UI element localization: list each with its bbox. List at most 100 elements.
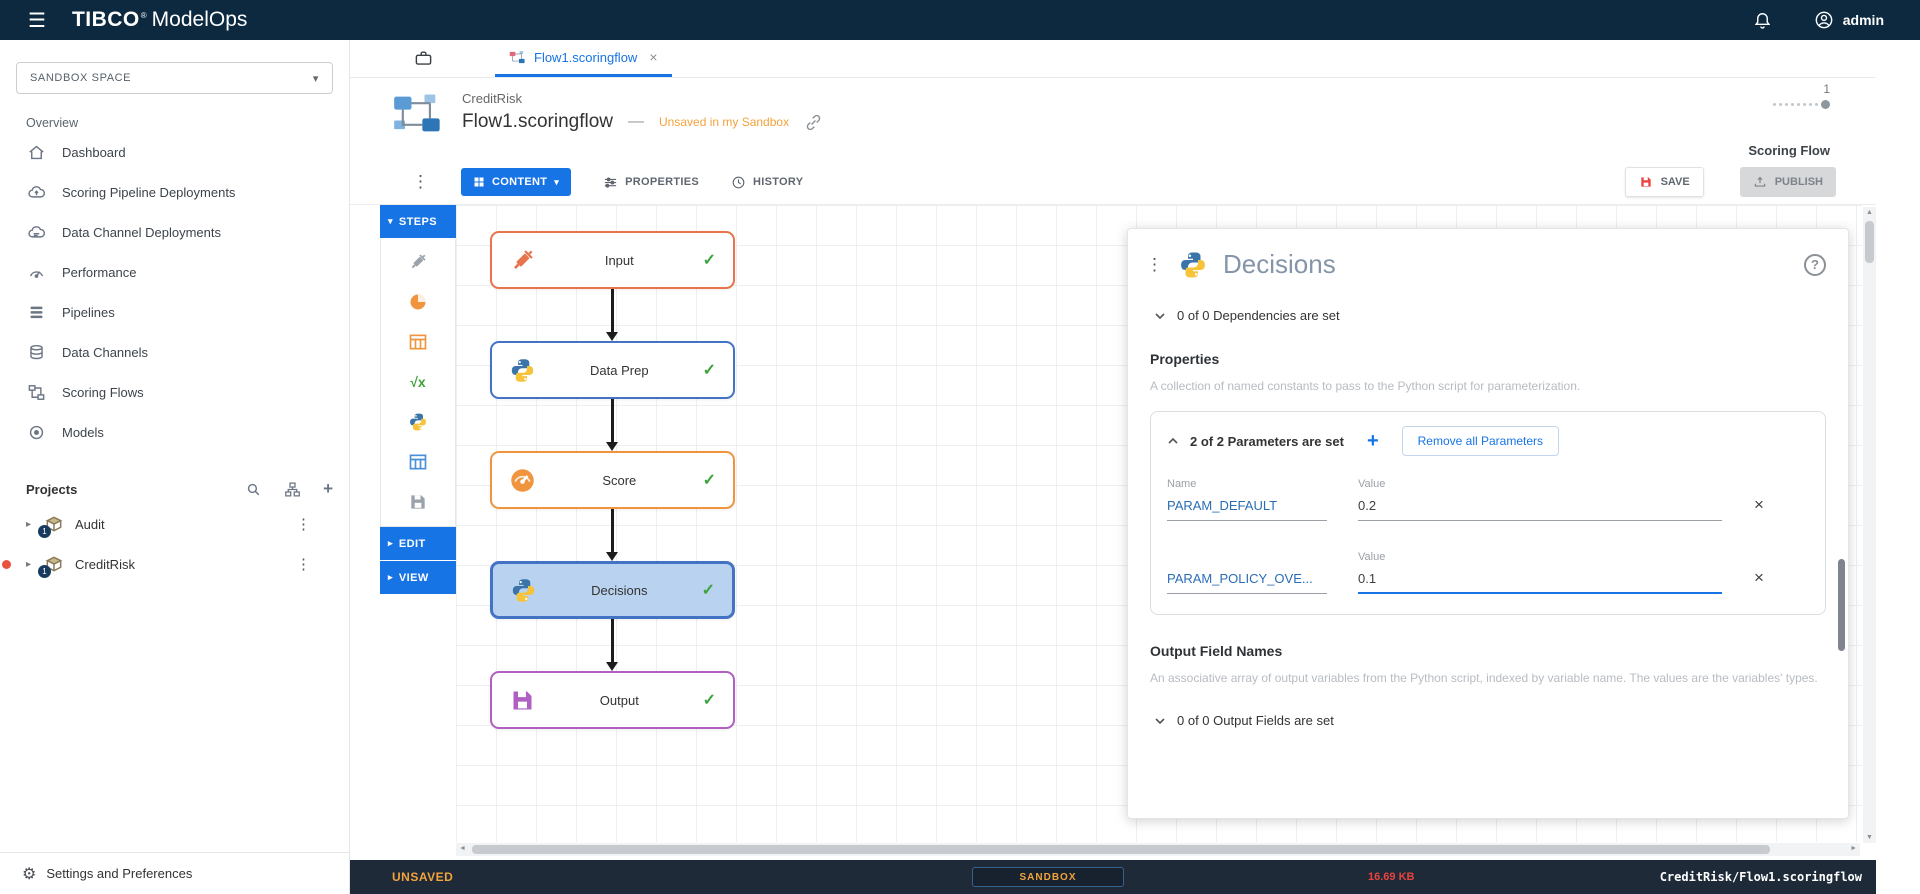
kebab-menu-icon[interactable]: ⋮ bbox=[1146, 254, 1163, 274]
vertical-scrollbar-thumb[interactable] bbox=[1865, 221, 1874, 263]
value-field-label: Value bbox=[1358, 551, 1386, 564]
vertical-scrollbar[interactable]: ▲ ▼ bbox=[1863, 207, 1876, 843]
history-tab[interactable]: HISTORY bbox=[731, 175, 803, 190]
flow-node-output[interactable]: Output ✓ bbox=[490, 671, 735, 729]
remove-all-parameters-button[interactable]: Remove all Parameters bbox=[1401, 426, 1560, 457]
syringe-icon bbox=[509, 247, 536, 274]
flow-node-decisions[interactable]: Decisions ✓ bbox=[490, 561, 735, 619]
sidebar-item-label: Scoring Flows bbox=[62, 384, 144, 400]
expand-chevron-icon[interactable]: ▸ bbox=[26, 518, 32, 530]
kebab-menu-icon[interactable]: ⋮ bbox=[412, 172, 429, 191]
python-icon bbox=[1178, 250, 1208, 280]
horizontal-scrollbar-thumb[interactable] bbox=[472, 845, 1770, 854]
settings-and-preferences[interactable]: ⚙ Settings and Preferences bbox=[0, 852, 349, 894]
sidebar-item-data-channels[interactable]: Data Channels bbox=[0, 332, 349, 372]
scroll-right-icon[interactable]: ► bbox=[1850, 845, 1857, 852]
hierarchy-icon[interactable] bbox=[284, 481, 301, 498]
properties-tab[interactable]: PROPERTIES bbox=[603, 175, 699, 190]
flow-connector bbox=[606, 399, 618, 451]
scroll-down-icon[interactable]: ▼ bbox=[1866, 834, 1873, 841]
save-icon[interactable] bbox=[406, 491, 430, 513]
sidebar-item-performance[interactable]: Performance bbox=[0, 252, 349, 292]
sidebar-item-label: Dashboard bbox=[62, 144, 126, 160]
flow-canvas[interactable]: ▾ STEPS √x ▸ EDIT bbox=[350, 204, 1876, 860]
param-value-input[interactable] bbox=[1358, 495, 1722, 522]
step-palette: ▾ STEPS √x ▸ EDIT bbox=[380, 205, 456, 595]
dependencies-summary-text: 0 of 0 Dependencies are set bbox=[1177, 308, 1340, 323]
sandbox-badge[interactable]: SANDBOX bbox=[972, 867, 1124, 887]
horizontal-scrollbar[interactable]: ◄ ► bbox=[456, 843, 1860, 856]
scroll-up-icon[interactable]: ▲ bbox=[1866, 209, 1873, 216]
dependencies-summary-toggle[interactable]: 0 of 0 Dependencies are set bbox=[1128, 308, 1848, 323]
version-number: 1 bbox=[1823, 82, 1830, 96]
kebab-menu-icon[interactable]: ⋮ bbox=[296, 516, 311, 533]
table-icon[interactable] bbox=[406, 451, 430, 473]
content-button[interactable]: CONTENT ▾ bbox=[461, 168, 572, 196]
version-timeline[interactable]: 1 bbox=[1773, 82, 1830, 109]
pie-chart-icon[interactable] bbox=[406, 291, 430, 313]
chevron-down-icon: ▾ bbox=[312, 72, 319, 85]
syringe-icon[interactable] bbox=[406, 251, 430, 273]
database-icon bbox=[26, 343, 46, 362]
notifications-bell-icon[interactable] bbox=[1753, 11, 1772, 30]
project-icon: 1 bbox=[38, 554, 64, 578]
check-icon: ✓ bbox=[701, 582, 715, 599]
project-row-creditrisk[interactable]: ▸ 1 CreditRisk ⋮ bbox=[0, 544, 349, 584]
panel-scrollbar-thumb[interactable] bbox=[1838, 559, 1845, 651]
sidebar-item-data-channel-deployments[interactable]: Data Channel Deployments bbox=[0, 212, 349, 252]
space-selector[interactable]: SANDBOX SPACE ▾ bbox=[16, 62, 333, 94]
view-label: VIEW bbox=[398, 571, 429, 584]
tab-flow1-scoringflow[interactable]: Flow1.scoringflow × bbox=[495, 40, 672, 77]
python-icon[interactable] bbox=[406, 411, 430, 433]
briefcase-icon[interactable] bbox=[414, 49, 433, 68]
param-name-input[interactable] bbox=[1167, 568, 1327, 595]
sqrt-icon[interactable]: √x bbox=[410, 374, 426, 390]
value-field-label: Value bbox=[1358, 478, 1386, 491]
help-icon[interactable]: ? bbox=[1804, 253, 1826, 276]
add-parameter-icon[interactable]: + bbox=[1366, 429, 1379, 452]
sidebar-item-scoring-flows[interactable]: Scoring Flows bbox=[0, 372, 349, 412]
sidebar-item-scoring-pipeline-deployments[interactable]: Scoring Pipeline Deployments bbox=[0, 172, 349, 212]
sidebar-item-label: Scoring Pipeline Deployments bbox=[62, 184, 236, 200]
properties-description: A collection of named constants to pass … bbox=[1150, 379, 1581, 393]
parameters-summary-text[interactable]: 2 of 2 Parameters are set bbox=[1190, 433, 1344, 449]
param-value-input-focused[interactable] bbox=[1358, 568, 1722, 595]
search-icon[interactable] bbox=[245, 481, 262, 498]
chevron-down-icon: ▾ bbox=[554, 176, 560, 187]
param-name-input[interactable] bbox=[1167, 495, 1327, 522]
flow-tab-icon bbox=[509, 50, 526, 65]
sidebar-item-dashboard[interactable]: Dashboard bbox=[0, 132, 349, 172]
remove-parameter-icon[interactable]: × bbox=[1754, 495, 1764, 515]
publish-button[interactable]: PUBLISH bbox=[1739, 167, 1836, 197]
kebab-menu-icon[interactable]: ⋮ bbox=[296, 556, 311, 573]
sidebar-item-pipelines[interactable]: Pipelines bbox=[0, 292, 349, 332]
flow-node-score[interactable]: Score ✓ bbox=[490, 451, 735, 509]
remove-parameter-icon[interactable]: × bbox=[1754, 568, 1764, 588]
properties-heading: Properties bbox=[1150, 351, 1220, 367]
project-row-audit[interactable]: ▸ 1 Audit ⋮ bbox=[0, 504, 349, 544]
table-icon[interactable] bbox=[406, 331, 430, 353]
scroll-left-icon[interactable]: ◄ bbox=[459, 845, 466, 852]
palette-steps-header[interactable]: ▾ STEPS bbox=[380, 205, 456, 239]
chevron-down-icon bbox=[1155, 718, 1165, 725]
save-button[interactable]: SAVE bbox=[1624, 167, 1704, 197]
palette-view-header[interactable]: ▸ VIEW bbox=[380, 561, 456, 595]
sidebar-item-models[interactable]: Models bbox=[0, 412, 349, 452]
user-menu[interactable]: admin bbox=[1814, 10, 1884, 30]
flow-connector bbox=[606, 509, 618, 561]
save-label: SAVE bbox=[1660, 176, 1690, 188]
hamburger-menu-icon[interactable]: ☰ bbox=[28, 9, 46, 32]
chevron-up-icon[interactable] bbox=[1167, 435, 1179, 447]
palette-step-list: √x bbox=[380, 239, 456, 527]
flow-node-data-prep[interactable]: Data Prep ✓ bbox=[490, 341, 735, 399]
properties-label: PROPERTIES bbox=[625, 176, 699, 188]
add-project-icon[interactable]: + bbox=[323, 479, 333, 498]
link-icon[interactable] bbox=[804, 113, 823, 132]
parameters-card: 2 of 2 Parameters are set + Remove all P… bbox=[1150, 411, 1826, 616]
flow-node-input[interactable]: Input ✓ bbox=[490, 231, 735, 289]
palette-edit-header[interactable]: ▸ EDIT bbox=[380, 527, 456, 561]
close-tab-icon[interactable]: × bbox=[649, 49, 658, 65]
output-fields-summary-toggle[interactable]: 0 of 0 Output Fields are set bbox=[1128, 713, 1848, 728]
tab-strip: Flow1.scoringflow × bbox=[350, 40, 1876, 78]
expand-chevron-icon[interactable]: ▸ bbox=[26, 558, 32, 570]
